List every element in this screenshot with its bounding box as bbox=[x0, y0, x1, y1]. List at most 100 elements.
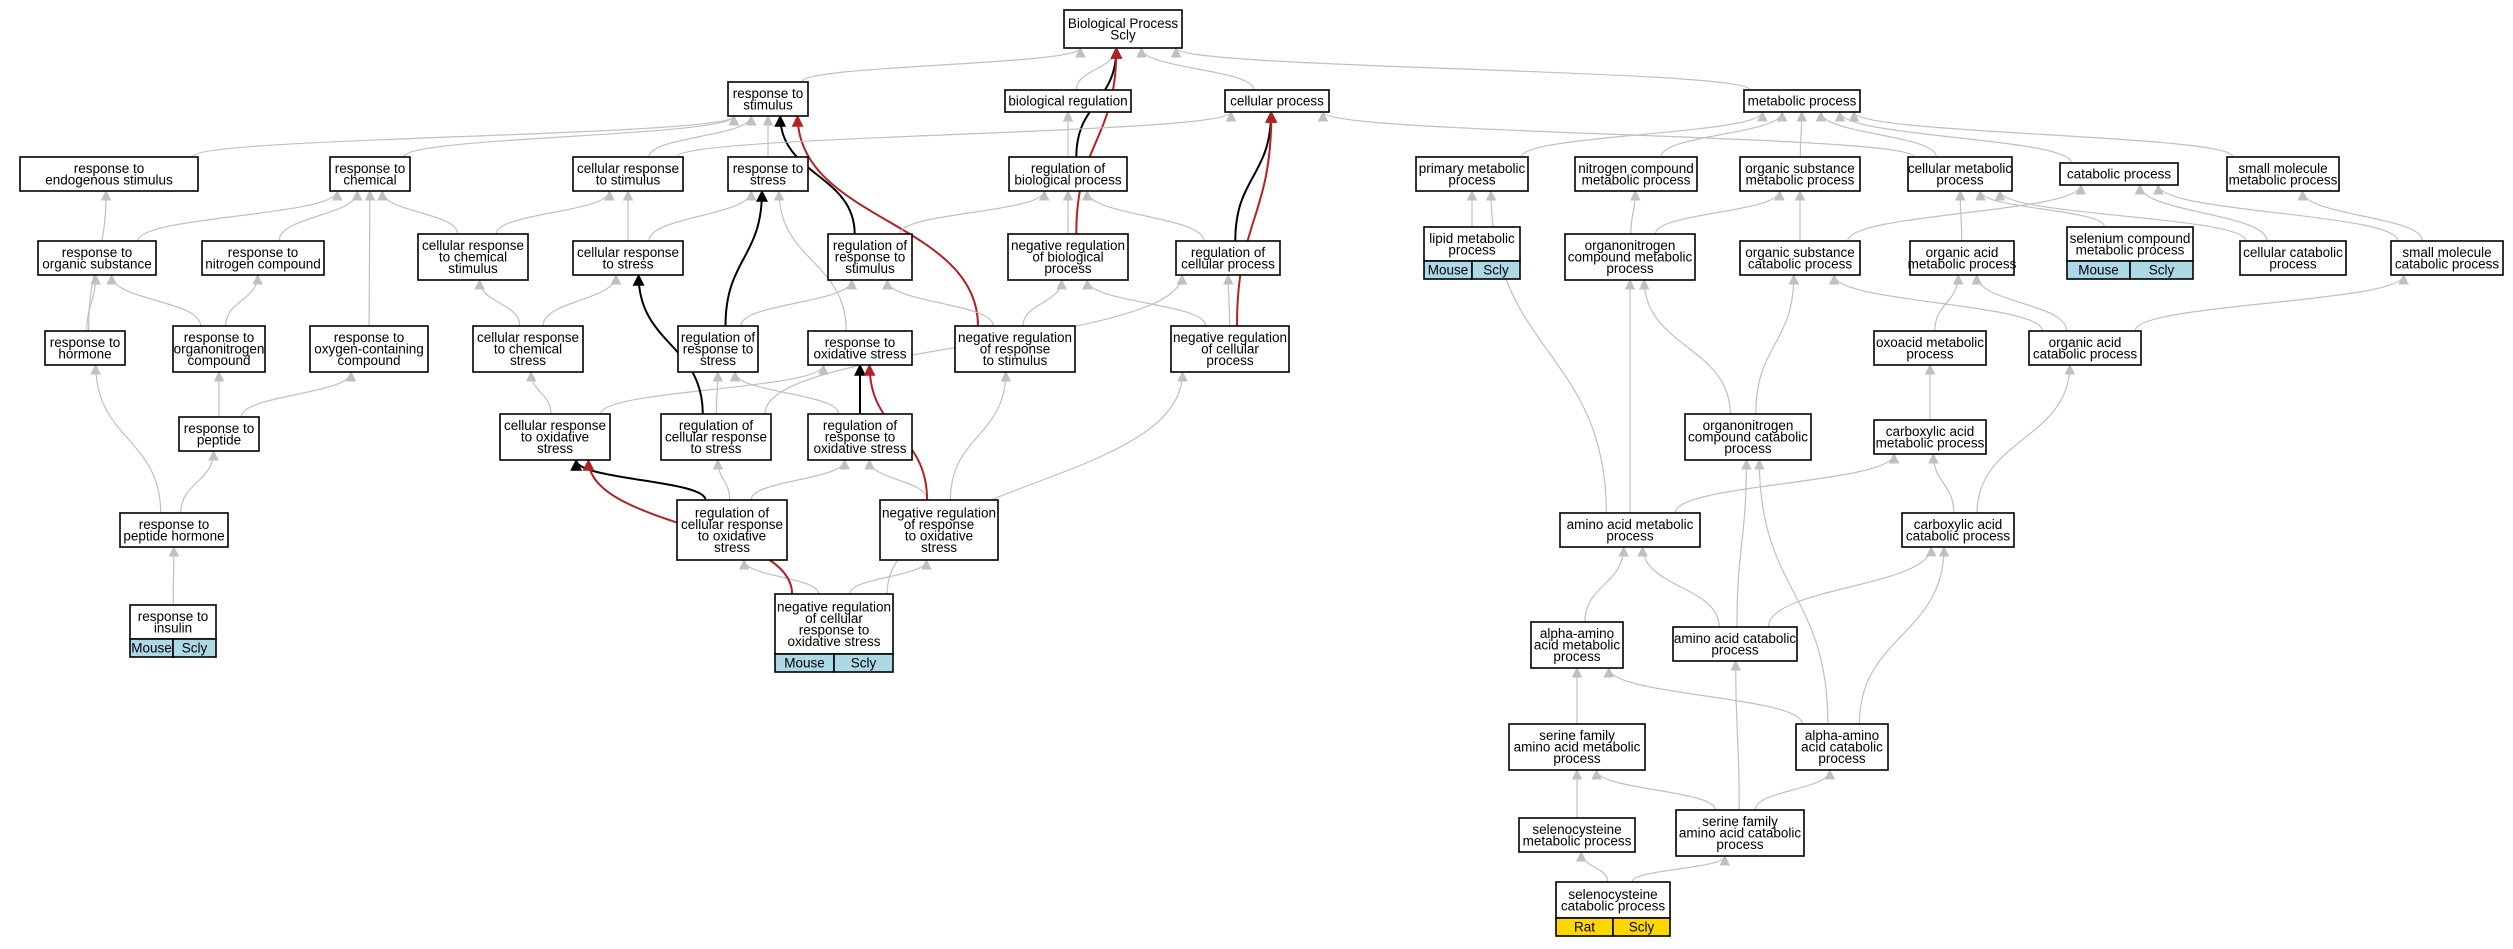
edge-cmp-to-mp bbox=[1815, 110, 1937, 158]
term-label-line: small molecule bbox=[2402, 245, 2491, 260]
term-node-breg[interactable]: biological regulation bbox=[1004, 89, 1132, 113]
tag-label: Mouse bbox=[131, 641, 172, 656]
term-label-line: to oxidative bbox=[521, 430, 589, 445]
edge-rrtox-to-rrtst bbox=[729, 370, 840, 415]
term-label-line: of biological bbox=[1032, 250, 1103, 265]
edge-crts-to-cp bbox=[676, 110, 1237, 158]
term-label-line: selenium compound bbox=[2070, 231, 2191, 246]
term-label-line: cellular response bbox=[577, 161, 679, 176]
term-label-line: serine family bbox=[1702, 814, 1778, 829]
edge-rtph-to-rth bbox=[90, 363, 162, 514]
term-node-cp[interactable]: cellular process bbox=[1224, 89, 1330, 113]
term-box bbox=[329, 156, 411, 192]
edge-nrbp-to-bp bbox=[1075, 46, 1123, 235]
term-box bbox=[1007, 233, 1129, 281]
term-label-line: alpha-amino bbox=[1540, 626, 1614, 641]
edge-oscp-to-catp bbox=[1847, 183, 2087, 242]
term-label-line: catabolic process bbox=[2033, 346, 2138, 361]
term-box bbox=[572, 156, 684, 192]
term-label-line: process bbox=[1711, 642, 1759, 657]
edge-cacp-to-oacp bbox=[1976, 363, 2076, 514]
edge-ncmp-to-mp bbox=[1660, 110, 1788, 158]
term-box bbox=[1175, 240, 1281, 276]
term-node-catp[interactable]: catabolic process bbox=[2059, 162, 2179, 186]
term-box bbox=[1170, 325, 1290, 373]
term-label-line: metabolic process bbox=[1582, 172, 1691, 187]
term-label-line: small molecule bbox=[2238, 161, 2327, 176]
term-label-line: biological process bbox=[1014, 172, 1122, 187]
term-label-line: regulation of bbox=[695, 505, 770, 520]
term-label-line: response to bbox=[184, 330, 255, 345]
term-label-line: cellular response bbox=[665, 430, 767, 445]
term-label-line: lipid metabolic bbox=[1429, 231, 1515, 246]
term-node-mp[interactable]: metabolic process bbox=[1743, 89, 1861, 113]
edge-rts-to-bp bbox=[801, 46, 1086, 83]
term-label-line: response to bbox=[825, 430, 896, 445]
term-label-line: process bbox=[1448, 172, 1496, 187]
term-box bbox=[727, 81, 809, 117]
term-label-line: stress bbox=[537, 441, 573, 456]
term-label-line: oxidative stress bbox=[787, 634, 880, 649]
term-label-line: oxygen-containing bbox=[314, 342, 424, 357]
term-label-line: to oxidative bbox=[698, 528, 766, 543]
term-label-line: process bbox=[1448, 242, 1496, 257]
term-box bbox=[1574, 156, 1698, 192]
